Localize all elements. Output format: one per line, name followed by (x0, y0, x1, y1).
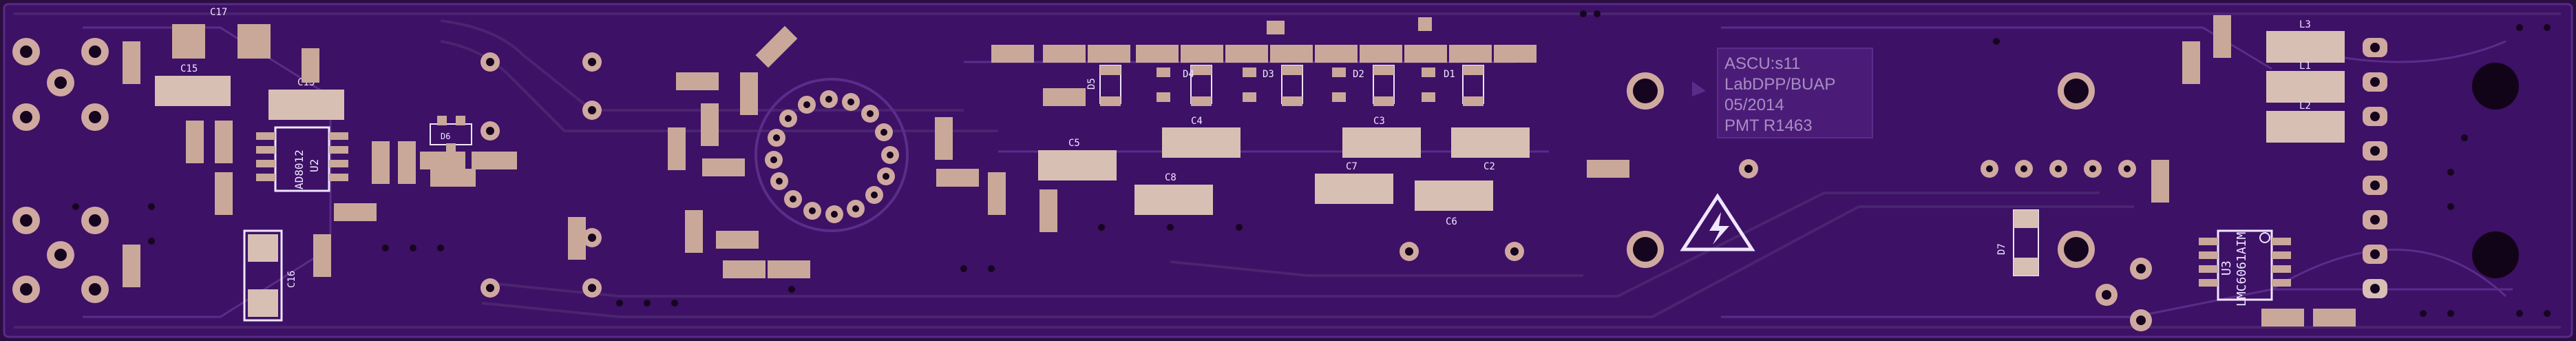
label-c4: C4 (1191, 116, 1203, 127)
label-u2: U2 (308, 159, 321, 172)
label-l2: L2 (2299, 101, 2311, 112)
pmt-socket (754, 78, 909, 232)
component-u3-lmc6061aim: LMC6061AIM U3 (2199, 229, 2356, 327)
label-lmc6061aim: LMC6061AIM (2235, 231, 2249, 307)
label-c17: C17 (210, 7, 227, 18)
label-c16: C16 (286, 271, 297, 288)
label-d7: D7 (1996, 243, 2007, 255)
label-d6: D6 (441, 132, 450, 141)
label-u3: U3 (2219, 260, 2234, 276)
component-c16: C16 (243, 229, 297, 322)
component-d6: D6 (430, 116, 472, 153)
title-line-1: ASCU:s11 (1724, 54, 1800, 73)
title-line-3: 05/2014 (1724, 96, 1784, 114)
label-c15: C15 (180, 63, 198, 74)
label-c8: C8 (1165, 172, 1176, 183)
component-c15: C15 (155, 63, 231, 106)
title-block: ASCU:s11 LabDPP/BUAP 05/2014 PMT R1463 (1692, 48, 1873, 138)
mounting-holes-center (1400, 72, 2095, 268)
label-d4: D4 (1183, 69, 1194, 80)
title-line-4: PMT R1463 (1724, 116, 1813, 135)
resistor-network (568, 25, 1057, 278)
label-l1: L1 (2299, 61, 2311, 72)
pin-row-right (1981, 160, 2169, 331)
diode-row: D5 D4 D3 D2 D1 (1086, 65, 1484, 106)
resistor-row-top (991, 17, 1537, 106)
inductor-group: L3 L1 L2 (2182, 15, 2345, 143)
label-d1: D1 (1444, 69, 1455, 80)
component-d7: D7 (1996, 209, 2039, 276)
label-c5: C5 (1068, 138, 1080, 149)
connector-left (12, 38, 109, 303)
label-d5: D5 (1086, 78, 1097, 90)
label-l3: L3 (2299, 19, 2311, 30)
via-group-a (481, 52, 602, 298)
connector-right (2363, 38, 2519, 298)
label-c3: C3 (1373, 116, 1385, 127)
label-d3: D3 (1263, 69, 1274, 80)
label-c2: C2 (1484, 161, 1495, 172)
label-d2: D2 (1353, 69, 1364, 80)
component-u2-ad8012: AD8012 U2 (256, 126, 348, 192)
high-voltage-warning-icon (1680, 193, 1755, 251)
resistor-group-left (123, 41, 517, 287)
component-c17: C17 (172, 7, 271, 59)
label-ad8012: AD8012 (293, 149, 306, 189)
label-c6: C6 (1446, 216, 1457, 227)
capacitor-row: C5 C4 C3 C2 C7 C8 C6 (1038, 116, 1629, 227)
label-c7: C7 (1346, 161, 1358, 172)
title-line-2: LabDPP/BUAP (1724, 75, 1835, 94)
small-via-dots (72, 10, 2551, 317)
